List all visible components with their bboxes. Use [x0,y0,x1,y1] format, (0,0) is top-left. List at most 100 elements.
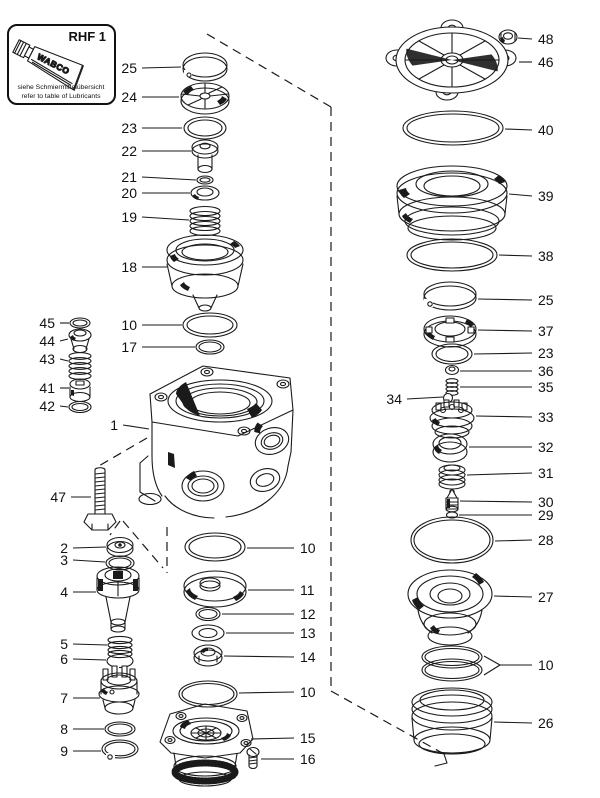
callout-16: 16 [261,751,316,767]
callout-46: 46 [519,54,554,70]
part-7-valve-guide [98,665,140,715]
part-26-threaded-collar [411,687,493,755]
callout-12: 12 [222,606,316,622]
callout-10: 10 [238,684,316,700]
part-number-label: 3 [60,552,68,568]
part-number-label: 1 [110,417,118,433]
part-32-seal-ring [432,433,468,463]
part-3-o-ring [105,555,135,571]
part-23-o-ring [183,116,227,140]
part-17-o-ring [195,339,225,355]
callout-34: 34 [386,391,444,407]
callout-33: 33 [475,409,554,425]
part-29-o-ring-tiny [445,511,459,519]
part-23-o-ring-right [431,343,473,365]
part-number-label: 10 [300,684,316,700]
part-number-label: 29 [538,507,554,523]
part-48-nut [498,29,518,45]
part-1-valve-body [138,365,294,519]
callout-41: 41 [39,380,69,396]
part-number-label: 43 [39,351,55,367]
part-20-valve-seat-washer [190,185,220,201]
part-number-label: 6 [60,651,68,667]
part-number-label: 36 [538,363,554,379]
lubricant-note-de: siehe Schmiermittelübersicht [18,84,105,91]
part-14-nut [193,644,223,667]
callout-13: 13 [226,625,316,641]
lubricant-info-box: RHF 1 WABCO siehe Schmiermittelübersicht… [7,24,116,105]
callout-31: 31 [466,465,554,481]
callout-4: 4 [60,584,96,600]
callout-2: 2 [60,540,107,556]
part-number-label: 17 [121,339,137,355]
part-37-retainer [423,315,477,348]
callout-42: 42 [39,398,69,414]
callout-3: 3 [60,552,106,568]
part-10-o-ring-mid-lower [178,680,238,708]
part-13-washer [191,624,225,642]
part-number-label: 11 [300,582,315,598]
callout-26: 26 [493,715,554,731]
part-30-valve-insert [445,488,459,513]
callout-layer: 2524232221201918101714745444341422345678… [39,31,553,767]
part-number-label: 22 [121,143,137,159]
callout-17: 17 [121,339,195,355]
part-number-label: 5 [60,636,68,652]
callout-47: 47 [50,489,91,505]
callout-37: 37 [477,323,554,339]
part-number-label: 23 [538,345,554,361]
part-9-snap-ring [101,739,139,760]
part-39-large-piston [396,165,508,241]
part-12-ring [195,606,221,622]
part-18-piston-assembly [166,234,244,312]
part-31-cup-seal [438,464,466,490]
part-21-o-ring-small [196,175,214,185]
part-number-label: 41 [39,380,55,396]
part-number-label: 8 [60,721,68,737]
part-number-label: 15 [300,730,316,746]
part-number-label: 37 [538,323,554,339]
callout-25: 25 [121,60,182,76]
part-number-label: 20 [121,185,137,201]
part-number-label: 32 [538,439,554,455]
part-number-label: 2 [60,540,68,556]
part-number-label: 45 [39,315,55,331]
part-43-spring [68,352,92,380]
part-number-label: 44 [39,333,55,349]
lubricant-note-en: refer to table of Lubricants [22,93,102,100]
callout-9: 9 [60,743,101,759]
part-44-valve-cap [68,328,92,354]
part-number-label: 47 [50,489,66,505]
callout-48: 48 [517,31,554,47]
callout-39: 39 [508,188,554,204]
part-35-spring-small [445,378,459,396]
part-number-label: 10 [538,657,554,673]
part-number-label: 30 [538,494,554,510]
part-15-bottom-cover [159,703,254,787]
part-number-label: 24 [121,89,137,105]
callout-23: 23 [473,345,554,361]
callout-22: 22 [121,143,191,159]
callout-6: 6 [60,651,107,667]
part-number-label: 18 [121,259,137,275]
part-number-label: 33 [538,409,554,425]
part-10-o-ring-pair [421,645,483,682]
callout-24: 24 [121,89,179,105]
part-number-label: 4 [60,584,68,600]
part-number-label: 48 [538,31,554,47]
callout-10: 10 [247,540,316,556]
callout-36: 36 [460,363,554,379]
part-number-label: 35 [538,379,554,395]
part-47-bolt [83,467,117,531]
callout-8: 8 [60,721,104,737]
callout-10: 10 [121,317,182,333]
callout-23: 23 [121,120,182,136]
part-11-diaphragm-disc [183,570,247,608]
callout-29: 29 [459,507,554,523]
part-46-top-cover [385,19,517,101]
part-number-label: 25 [538,292,554,308]
callout-5: 5 [60,636,108,652]
part-41-plug [69,378,91,403]
part-number-label: 38 [538,248,554,264]
